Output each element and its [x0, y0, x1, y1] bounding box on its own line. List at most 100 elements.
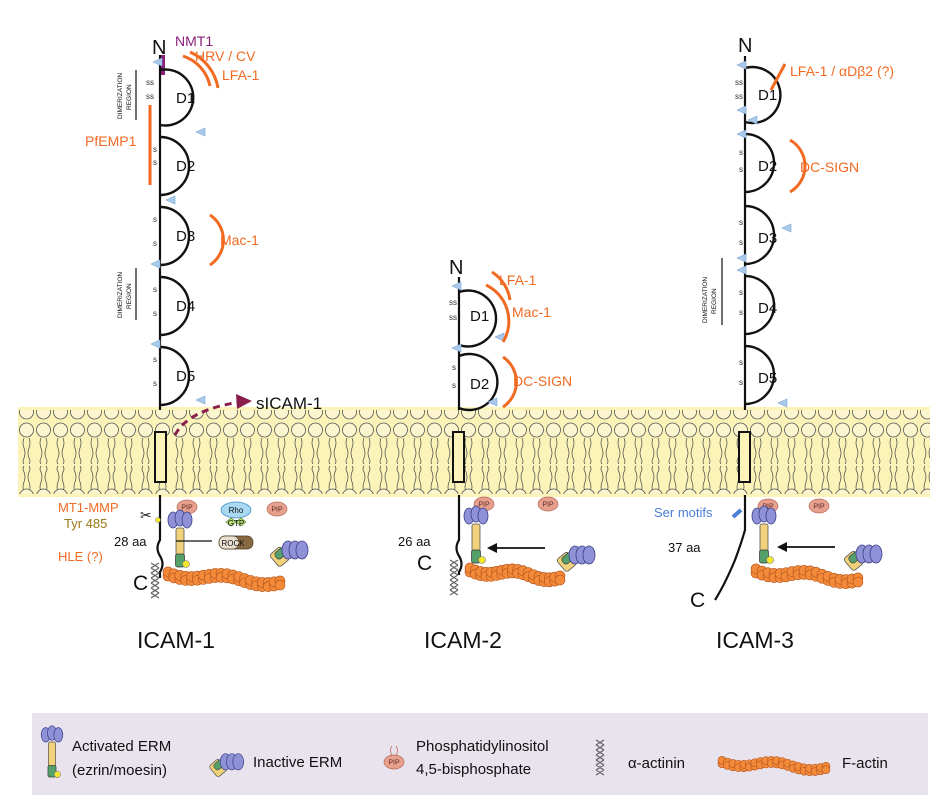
svg-text:s: s [153, 309, 157, 318]
icam-1-d1-label: D1 [176, 90, 195, 107]
icam-2-title: ICAM-2 [424, 627, 502, 653]
svg-text:N: N [449, 257, 463, 279]
legend-pip2-line2: 4,5-bisphosphate [416, 761, 531, 778]
tyr485-label: Tyr 485 [64, 516, 107, 531]
icam-2-d1-label: D1 [470, 308, 489, 325]
f-actin-filaments [162, 562, 864, 592]
svg-text:s: s [153, 379, 157, 388]
svg-text:REGION: REGION [711, 288, 718, 314]
actin-bead [852, 576, 864, 588]
svg-text:s: s [452, 363, 456, 372]
legend-f-actin: F-actin [842, 755, 888, 772]
f-actin-icon [717, 755, 831, 777]
legend-activated-erm: Activated ERM [72, 738, 171, 755]
cell-membrane [18, 407, 930, 497]
icam-1-d5-loop [159, 345, 191, 407]
svg-text:REGION: REGION [126, 283, 133, 309]
legend-pip2-line1: Phosphatidylinositol [416, 738, 549, 755]
legend: Activated ERM (ezrin/moesin) Inactive ER… [32, 713, 928, 795]
gtp-shape [225, 517, 247, 527]
icam-2-mac1-label: Mac-1 [512, 304, 551, 320]
actin-bead [821, 765, 831, 774]
actin-bead [554, 574, 566, 586]
icam-1-d3-loop [159, 205, 191, 267]
nmt1-label: NMT1 [175, 33, 213, 49]
svg-text:D5: D5 [758, 370, 777, 387]
svg-text:D1: D1 [758, 87, 777, 104]
icam-1-lfa1-label: LFA-1 [222, 67, 260, 83]
legend-activated-erm-sub: (ezrin/moesin) [72, 762, 167, 779]
svg-text:C: C [417, 552, 432, 575]
legend-alpha-actinin: α-actinin [628, 755, 685, 772]
ser-motifs-label: Ser motifs [654, 505, 713, 520]
svg-text:C: C [690, 589, 705, 612]
svg-text:ss: ss [449, 298, 457, 307]
svg-text:DIMERIZATION: DIMERIZATION [117, 73, 124, 119]
svg-text:s: s [739, 238, 743, 247]
svg-text:ss: ss [735, 92, 743, 101]
sicam1-label: sICAM-1 [256, 394, 322, 413]
svg-text:s: s [739, 308, 743, 317]
svg-text:D4: D4 [758, 300, 777, 317]
icam-1-tail-length: 28 aa [114, 534, 147, 549]
svg-text:DIMERIZATION: DIMERIZATION [117, 272, 124, 318]
scissors-icon: ✂ [140, 507, 152, 523]
svg-text:D2: D2 [758, 158, 777, 175]
icam-3-title: ICAM-3 [716, 627, 794, 653]
icam-1-c-terminus: C [133, 572, 148, 595]
svg-text:ss: ss [449, 313, 457, 322]
svg-text:ss: ss [146, 92, 154, 101]
svg-text:s: s [153, 355, 157, 364]
svg-text:s: s [153, 158, 157, 167]
svg-text:s: s [739, 218, 743, 227]
hrv-cv-label: HRV / CV [195, 48, 256, 64]
svg-text:s: s [739, 378, 743, 387]
svg-text:DIMERIZATION: DIMERIZATION [702, 277, 709, 323]
svg-text:ss: ss [735, 78, 743, 87]
icam-1-title: ICAM-1 [137, 627, 215, 653]
svg-text:GTP: GTP [228, 519, 244, 528]
actin-bead [274, 579, 286, 591]
svg-text:s: s [153, 239, 157, 248]
svg-text:s: s [452, 381, 456, 390]
icam-2-dcsign-label: DC-SIGN [513, 373, 572, 389]
svg-text:ROCK: ROCK [221, 539, 245, 548]
svg-text:s: s [739, 148, 743, 157]
svg-text:s: s [153, 285, 157, 294]
icam-1-d2-loop [159, 135, 191, 197]
hle-label: HLE (?) [58, 549, 103, 564]
icam-2-d2-label: D2 [470, 376, 489, 393]
svg-text:s: s [739, 288, 743, 297]
icam-1-mac1-label: Mac-1 [220, 232, 259, 248]
svg-text:s: s [739, 165, 743, 174]
mt1-mmp-label: MT1-MMP [58, 500, 119, 515]
icam-2-lfa1-label: LFA-1 [499, 272, 537, 288]
icam-1-n-terminus: N [152, 37, 166, 59]
svg-text:s: s [739, 358, 743, 367]
svg-text:D3: D3 [758, 230, 777, 247]
icam-1-tm-segment [154, 431, 167, 483]
svg-text:s: s [153, 215, 157, 224]
svg-text:s: s [153, 145, 157, 154]
svg-text:N: N [738, 35, 752, 57]
icam-1-d4-loop [159, 275, 191, 337]
icam-2-tail-length: 26 aa [398, 534, 431, 549]
legend-inactive-erm: Inactive ERM [253, 754, 342, 771]
icam-1-d4-label: D4 [176, 298, 195, 315]
icam-1-backbone [156, 55, 164, 578]
svg-text:ss: ss [146, 78, 154, 87]
icam-1-d3-label: D3 [176, 228, 195, 245]
pfemp1-label: PfEMP1 [85, 133, 137, 149]
svg-text:Rho: Rho [229, 506, 244, 515]
icam-3-dcsign-label: DC-SIGN [800, 159, 859, 175]
pip2-icon [383, 745, 405, 770]
icam-3-lfa1-label: LFA-1 / αDβ2 (?) [790, 63, 894, 79]
icam-3-tail-length: 37 aa [668, 540, 701, 555]
icam-1-d1-loop [159, 68, 195, 127]
icam-1-d2-label: D2 [176, 158, 195, 175]
svg-text:REGION: REGION [126, 84, 133, 110]
